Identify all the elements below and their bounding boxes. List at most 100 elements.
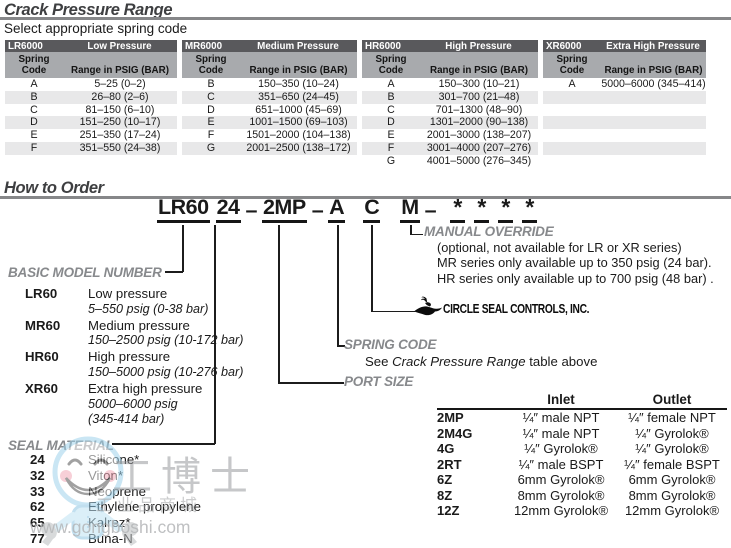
table-row-empty <box>5 155 177 168</box>
spring-code-cell: A <box>387 78 395 91</box>
port-outlet: 6mm Gyrolok® <box>628 472 716 488</box>
seal-material-label: SEAL MATERIAL <box>8 438 114 453</box>
range-cell: 151–250 (10–17) <box>79 116 161 129</box>
table-pressure-label: High Pressure <box>445 40 512 52</box>
order-code: LR60 24 – 2MP – A C M – * * * * <box>157 195 538 223</box>
inlet-header: Inlet <box>547 392 575 407</box>
table-row-empty <box>543 155 706 168</box>
seal-name: Buna-N <box>88 530 133 546</box>
range-cell: 81–150 (6–10) <box>85 103 155 116</box>
model-code: XR60 <box>25 380 58 396</box>
table-row: A 150–300 (10–21) <box>362 78 538 91</box>
subtitle: Select appropriate spring code <box>4 21 188 36</box>
manual-override-note: (optional, not available for LR or XR se… <box>437 240 682 255</box>
code-cleaning: C <box>363 196 381 223</box>
code-dash: – <box>245 198 258 223</box>
spring-code-note: See Crack Pressure Range table above <box>365 354 598 369</box>
range-cell: 301–700 (21–48) <box>438 90 520 103</box>
spring-code-label: SPRING CODE <box>344 337 437 352</box>
spring-code-cell: G <box>206 142 216 155</box>
connector-line <box>371 310 415 312</box>
code-manual-override: M <box>400 196 420 223</box>
basic-model-item: XR60 Extra high pressure 5000–6000 psig … <box>25 381 243 428</box>
port-size-label: PORT SIZE <box>344 374 414 389</box>
code-spring: A <box>328 196 346 223</box>
seal-code: 65 <box>30 515 45 531</box>
seal-name: Kalrez* <box>88 515 131 531</box>
table-row: C 81–150 (6–10) <box>5 104 177 117</box>
range-cell: 701–1300 (48–90) <box>435 103 523 116</box>
manual-override-note: MR series only available up to 350 psig … <box>437 255 712 271</box>
model-name: Extra high pressure <box>88 380 203 396</box>
seal-name: Viton* <box>88 467 123 483</box>
how-to-order-rule <box>0 196 731 199</box>
circle-seal-logo: CIRCLE SEAL CONTROLS, INC. <box>413 296 621 322</box>
spring-code-cell: B <box>30 90 38 103</box>
how-to-order-title: How to Order <box>4 179 104 197</box>
model-range: 5000–6000 psig <box>88 396 178 411</box>
basic-model-item: LR60 Low pressure 5–550 psig (0-38 bar) <box>25 286 243 318</box>
spring-code-cell: D <box>387 116 395 129</box>
spring-code-cell: E <box>30 129 38 142</box>
table-model: MR6000 <box>185 40 223 52</box>
range-cell: 351–650 (24–45) <box>258 90 339 103</box>
spring-code-cell: C <box>30 103 38 116</box>
table-row: B 301–700 (21–48) <box>362 90 538 104</box>
table-row: B 26–80 (2–6) <box>5 90 177 104</box>
col-header-range: Range in PSIG (BAR) <box>71 65 169 76</box>
model-code: LR60 <box>25 286 58 301</box>
seal-material-item: 65 Kalrez* <box>30 515 201 531</box>
range-cell: 26–80 (2–6) <box>91 90 149 103</box>
model-code: HR60 <box>25 349 59 365</box>
spring-code-cell: B <box>207 78 215 91</box>
model-range: (345-414 bar) <box>88 412 165 427</box>
connector-line <box>337 345 345 347</box>
table-row-empty <box>182 155 357 168</box>
table-pressure-label: Medium Pressure <box>257 40 339 52</box>
table-row-empty <box>543 129 706 142</box>
table-row-empty <box>543 141 706 155</box>
code-star: * <box>498 195 514 223</box>
port-outlet: ¼″ female NPT <box>628 410 716 426</box>
range-cell: 651–1000 (45–69) <box>255 103 342 116</box>
table-model: HR6000 <box>365 40 401 52</box>
port-outlet: ¼″ female BSPT <box>624 456 720 472</box>
model-code: MR60 <box>25 317 61 333</box>
port-inlet: 12mm Gyrolok® <box>513 503 609 519</box>
col-header-range: Range in PSIG (BAR) <box>249 65 348 76</box>
table-row-empty <box>543 90 706 104</box>
page-title: Crack Pressure Range <box>4 1 173 19</box>
range-cell: 150–300 (10–21) <box>438 78 520 91</box>
spring-code-cell: B <box>387 90 395 103</box>
spring-code-cell: A <box>568 78 576 91</box>
connector-line <box>410 225 412 235</box>
basic-model-number-label: BASIC MODEL NUMBER <box>8 265 162 280</box>
range-cell: 1501–2000 (104–138) <box>246 129 351 142</box>
range-cell: 2001–3000 (138–207) <box>426 129 532 142</box>
range-cell: 1001–1500 (69–103) <box>249 116 348 129</box>
code-basic-model: LR60 <box>157 196 210 223</box>
range-cell: 3001–4000 (207–276) <box>426 142 532 155</box>
manual-override-notes: (optional, not available for LR or XR se… <box>437 240 714 286</box>
code-dash: – <box>424 198 437 223</box>
port-inlet: ¼″ male NPT <box>522 425 600 441</box>
seal-name: Silicone* <box>88 452 140 467</box>
connector-line <box>112 443 215 445</box>
model-name: Medium pressure <box>88 317 190 333</box>
code-seal-material: 24 <box>215 196 241 223</box>
range-cell: 5000–6000 (345–414) <box>601 78 706 91</box>
